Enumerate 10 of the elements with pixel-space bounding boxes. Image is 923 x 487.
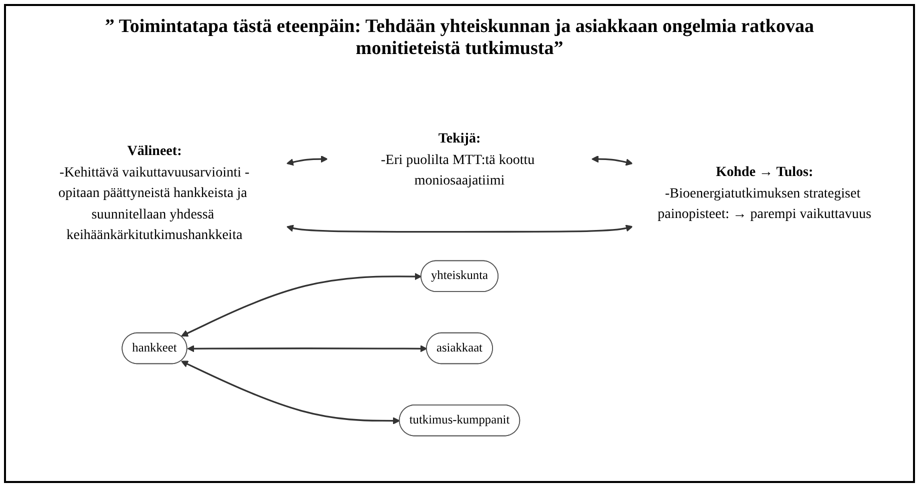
node-text: Kohde → Tulos: -Bioenergiatutkimuksen strategiset painopisteet: → parempi vaikuttavuus — [658, 164, 872, 222]
arrow — [286, 155, 328, 166]
node-text: Tekijä: -Eri puolilta MTT:tä koottu moniosaajatiimi — [380, 130, 535, 188]
arrow — [181, 360, 400, 424]
title: ” Toimintatapa tästä eteenpäin: Tehdään yhteiskunnan ja asiakkaan ongelmia ratkovaa monitieteistä tutkimusta” — [104, 16, 815, 60]
arrow — [187, 345, 428, 352]
arrow — [181, 272, 422, 337]
node-text: Välineet: -Kehittävä vaikuttavuusarviointi -opitaan päättyneistä hankkeista ja suunnitellaan yhdessä keihäänkärkitutkimushankkeita — [58, 142, 250, 243]
arrow — [286, 224, 633, 233]
arrow — [591, 155, 633, 166]
